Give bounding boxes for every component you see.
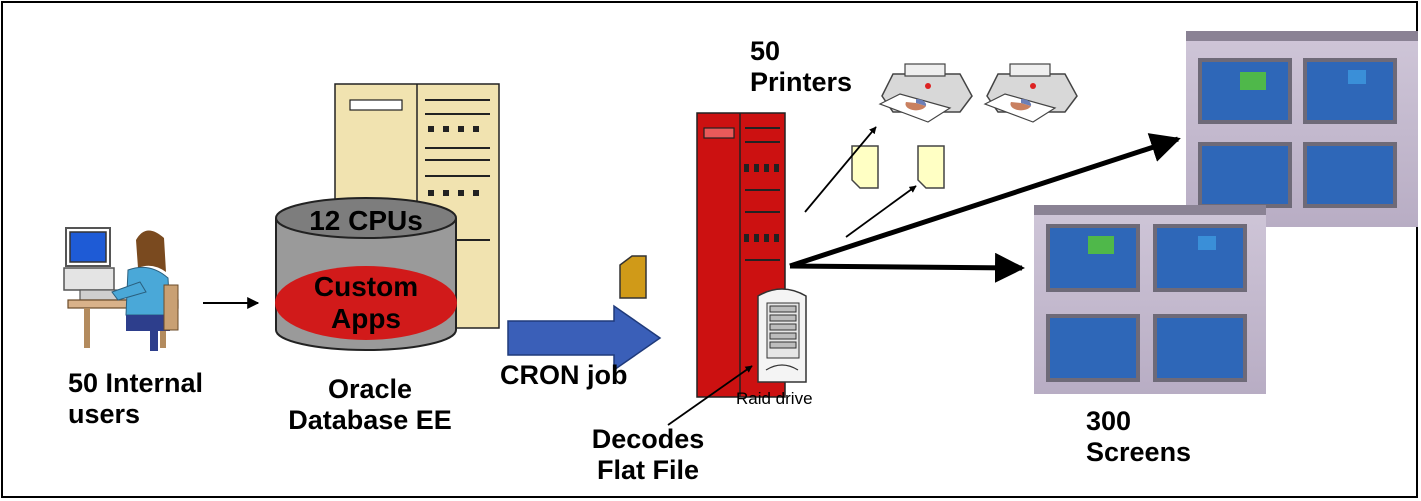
- flat-file-icon: [619, 255, 647, 299]
- arrow-to-screens-2: [789, 252, 1025, 283]
- oracle-label-line2: Database EE: [288, 405, 452, 435]
- users-label-line1: 50 Internal: [68, 368, 204, 398]
- screens-label-line1: 300: [1086, 406, 1132, 436]
- arrow-to-screens-1: [789, 133, 1181, 269]
- printers-label-line1: 50: [750, 36, 781, 66]
- custom-apps-line2: Apps: [331, 303, 401, 334]
- decodes-label: Decodes Flat File: [560, 424, 736, 486]
- raid-drive-icon: [757, 288, 807, 383]
- users-label-line2: users: [68, 399, 141, 429]
- printer-icon: [983, 63, 1078, 123]
- printers-label: 50 Printers: [750, 36, 852, 98]
- raid-label: Raid drive: [736, 389, 813, 408]
- oracle-label: Oracle Database EE: [268, 374, 472, 436]
- users-label: 50 Internal users: [68, 368, 203, 430]
- monitor-wall-icon: [1186, 31, 1418, 227]
- database-cylinder-icon: [275, 197, 457, 351]
- arrow-to-printer-2: [845, 185, 917, 238]
- printers-label-line2: Printers: [750, 67, 853, 97]
- printer-icon: [878, 63, 973, 123]
- custom-apps-line1: Custom: [313, 271, 419, 302]
- document-icon: [851, 145, 879, 189]
- screens-label-line2: Screens: [1086, 437, 1192, 467]
- document-icon: [917, 145, 945, 189]
- screens-label: 300 Screens: [1086, 406, 1191, 468]
- decodes-label-line1: Decodes: [591, 424, 705, 454]
- cron-arrow: [507, 304, 662, 372]
- decodes-label-line2: Flat File: [596, 455, 699, 485]
- oracle-label-line1: Oracle: [327, 374, 413, 404]
- arrow-to-printer-1: [804, 126, 877, 213]
- user-at-computer-icon: [63, 227, 179, 351]
- custom-apps-label: Custom Apps: [296, 271, 436, 335]
- monitor-wall-icon: [1034, 205, 1266, 394]
- cpus-label: 12 CPUs: [309, 205, 423, 236]
- arrow-decodes-pointer: [667, 365, 753, 426]
- cron-label: CRON job: [500, 360, 628, 390]
